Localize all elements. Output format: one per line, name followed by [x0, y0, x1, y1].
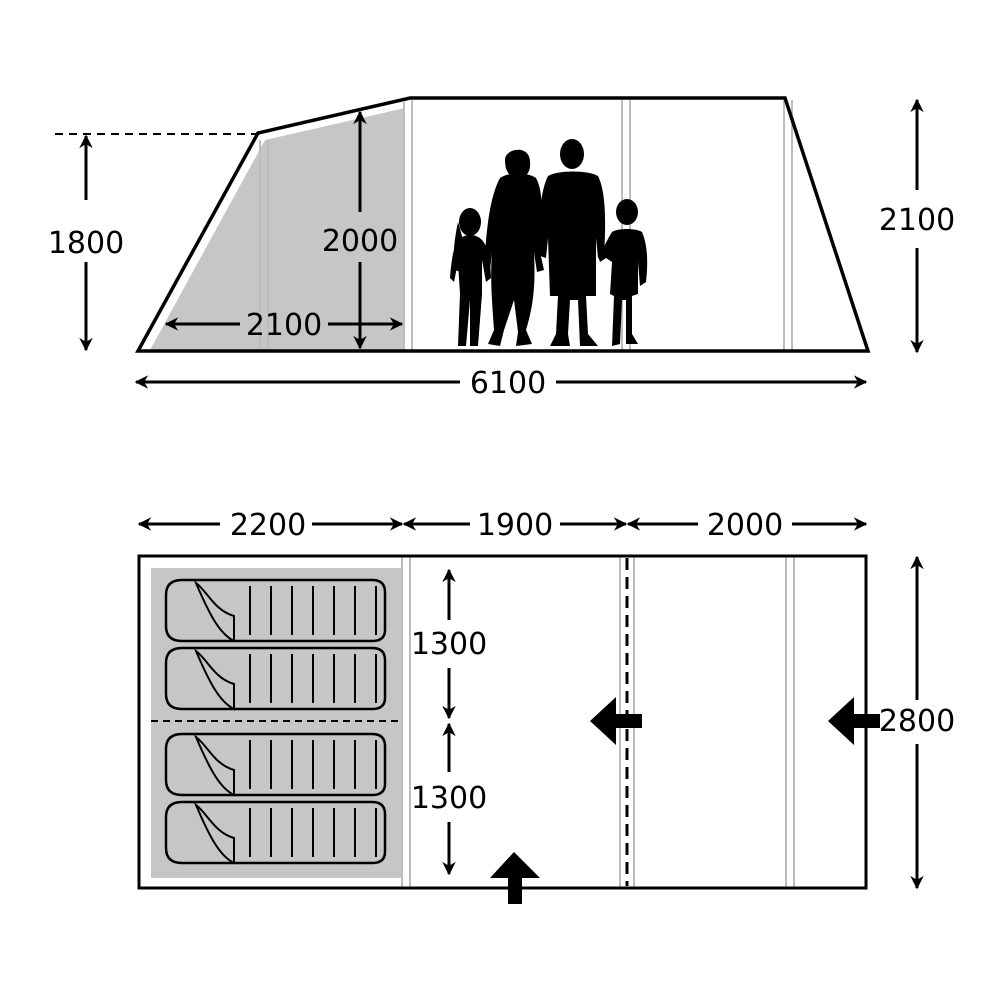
dimension-height-bedroom: 2000: [322, 110, 398, 350]
man-silhouette: [539, 139, 606, 346]
side-view: 1800 2000 2100 2100 6100: [48, 96, 955, 401]
entrance-arrow-icon-left: [590, 697, 642, 745]
girl-silhouette: [450, 208, 491, 346]
dimension-total-length: 6100: [134, 366, 868, 401]
bedroom-depth-label: 2100: [246, 308, 322, 343]
living-length-label: 1900: [477, 508, 553, 543]
people-silhouette-icon: [450, 139, 648, 346]
entrance-arrow-icon-bottom: [490, 852, 540, 904]
sleeping-bags: [164, 578, 387, 865]
dimension-living-length: 1900: [402, 508, 628, 543]
total-length-label: 6100: [470, 366, 546, 401]
dimension-bedroom-length: 2200: [137, 508, 404, 543]
bedroom-width-a-label: 1300: [411, 627, 487, 662]
porch-length-label: 2000: [707, 508, 783, 543]
dimension-bedroom-width-a: 1300: [411, 568, 487, 720]
boy-silhouette: [598, 199, 648, 346]
bedroom-length-label: 2200: [230, 508, 306, 543]
total-width-label: 2800: [879, 704, 955, 739]
woman-silhouette: [484, 149, 544, 346]
dimension-height-living: 2100: [879, 98, 955, 354]
bedroom-shaded-area: [150, 108, 405, 350]
sleeping-bag-icon: [164, 800, 387, 865]
floor-plan: 2200 1900 2000 1300 1300: [137, 508, 955, 904]
dimension-porch-length: 2000: [626, 508, 868, 543]
bedroom-width-b-label: 1300: [411, 781, 487, 816]
entrance-arrow-icon-right: [828, 697, 880, 745]
dimension-height-front: 1800: [48, 134, 124, 352]
dimension-bedroom-depth: 2100: [164, 308, 404, 343]
pole-lines: [259, 100, 793, 350]
sleeping-bag-icon: [164, 732, 387, 797]
dimension-bedroom-width-b: 1300: [411, 722, 487, 876]
height-bedroom-label: 2000: [322, 224, 398, 259]
height-front-label: 1800: [48, 226, 124, 261]
height-living-label: 2100: [879, 203, 955, 238]
sleeping-bag-icon: [164, 578, 387, 643]
tent-side-outline: [135, 96, 871, 353]
sleeping-bag-icon: [164, 646, 387, 711]
dimension-total-width: 2800: [879, 555, 955, 890]
